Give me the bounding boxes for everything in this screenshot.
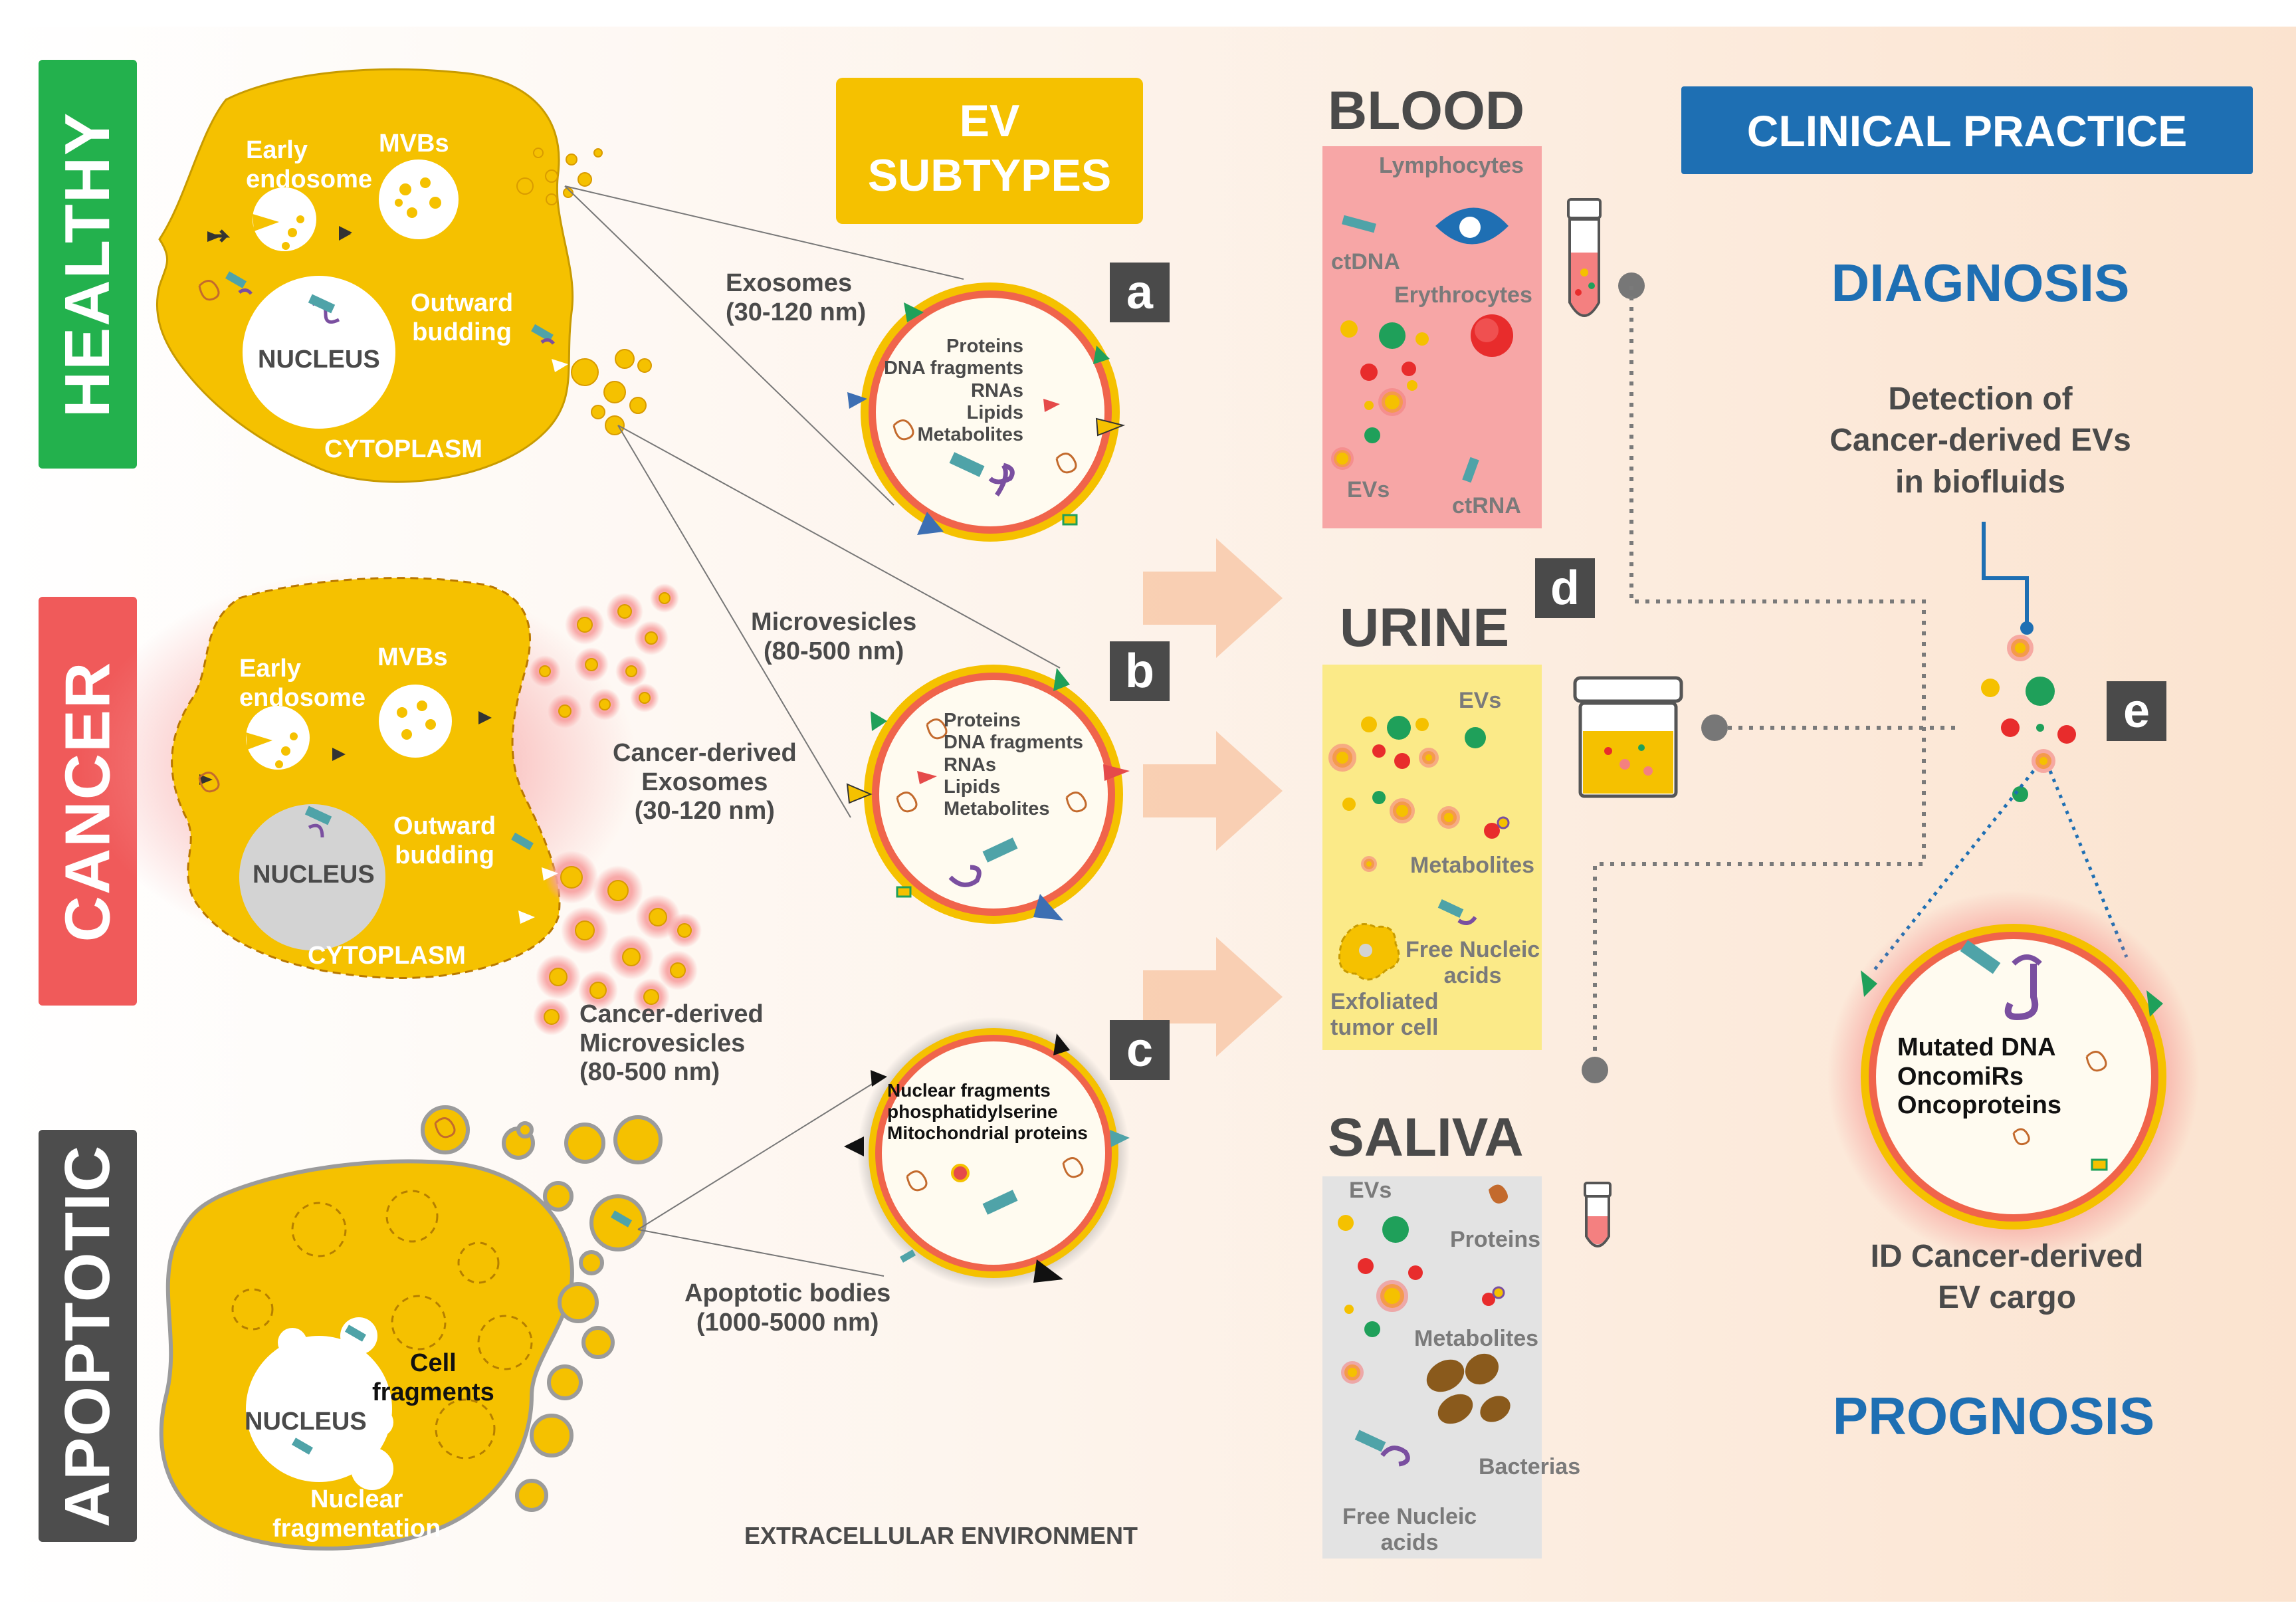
apoptotic-bodies-label: Apoptotic bodies (1000-5000 nm) [684,1279,891,1337]
saliva-title: SALIVA [1328,1107,1524,1168]
saliva-bacterias: Bacterias [1479,1454,1581,1479]
id-cargo-label: ID Cancer-derived EV cargo [1870,1239,2144,1316]
urine-title: URINE [1340,597,1510,658]
ev-cargo-list: Mutated DNA OncomiRs Oncoproteins [1897,1033,2062,1120]
urine-evs: EVs [1459,688,1502,713]
cancer-microvesicles-label: Cancer-derived Microvesicles (80-500 nm) [579,1000,764,1087]
apoptotic-body-c [844,1017,1130,1289]
urine-metabolites: Metabolites [1410,853,1535,878]
healthy-label-text: HEALTHY [52,111,124,417]
exosome-a-cargo: Proteins DNA fragments RNAs Lipids Metab… [883,336,1023,446]
saliva-free-nucleic: Free Nucleic acids [1342,1504,1477,1556]
exosomes-label: Exosomes (30-120 nm) [726,269,867,326]
healthy-mvbs: MVBs [379,130,449,158]
healthy-bar [39,60,137,469]
healthy-outward-budding: Outward budding [411,289,514,346]
microvesicle-b-cargo: Proteins DNA fragments RNAs Lipids Metab… [944,710,1084,820]
detection-label: Detection of Cancer-derived EVs in biofl… [1829,381,2131,500]
blood-lymphocytes: Lymphocytes [1379,153,1524,178]
apoptotic-c-cargo: Nuclear fragments phosphatidylserine Mit… [887,1080,1088,1144]
cancer-cytoplasm: CYTOPLASM [308,942,466,970]
cancer-mvbs: MVBs [377,643,448,671]
prognosis-label: PROGNOSIS [1832,1386,2155,1446]
microvesicles-label: Microvesicles (80-500 nm) [751,608,917,665]
cancer-outward-budding: Outward budding [393,812,496,869]
saliva-metabolites: Metabolites [1414,1326,1539,1351]
blood-ctdna: ctDNA [1331,249,1400,274]
urine-free-nucleic: Free Nucleic acids [1406,937,1540,989]
saliva-proteins: Proteins [1450,1227,1541,1252]
apoptotic-nucleus [246,1336,392,1482]
nuclear-fragmentation-label: Nuclear fragmentation [272,1485,441,1543]
cancer-nucleus-label: NUCLEUS [253,861,375,889]
healthy-nucleus [243,276,395,429]
saliva-evs: EVs [1349,1178,1392,1203]
clinical-header-box [1681,86,2253,174]
cancer-ev-zoom [1827,891,2200,1263]
panel-letter-a: a [1110,263,1170,322]
urine-panel [1322,665,1542,1050]
microvesicle-b [846,665,1130,924]
blood-ctrna: ctRNA [1452,493,1521,518]
panel-letter-b: b [1110,641,1170,701]
ev-subtypes-title: EV SUBTYPES [867,96,1112,201]
cancer-exosomes-label: Cancer-derived Exosomes (30-120 nm) [613,739,797,825]
healthy-early-endosome: Early endosome [246,136,373,193]
clinical-header: CLINICAL PRACTICE [1746,106,2188,156]
healthy-cytoplasm: CYTOPLASM [324,435,482,463]
apoptotic-label: APOPTOTIC [39,1130,137,1542]
blood-evs: EVs [1347,477,1390,502]
ev-subtypes-box [836,78,1143,224]
apoptotic-label-text: APOPTOTIC [52,1144,123,1528]
urine-exfoliated: Exfoliated tumor cell [1330,989,1439,1041]
extracellular-label: EXTRACELLULAR ENVIRONMENT [744,1522,1138,1549]
healthy-nucleus-label: NUCLEUS [258,346,380,374]
cancer-nucleus [239,804,385,950]
blood-title: BLOOD [1328,80,1525,141]
cancer-early-endosome: Early endosome [239,655,366,712]
cell-fragments-label: Cell fragments [372,1349,494,1406]
panel-letter-d: d [1535,558,1595,618]
diagnosis-label: DIAGNOSIS [1831,253,2130,312]
exosome-a [847,282,1126,542]
apoptotic-bar [39,1130,137,1542]
panel-letter-c: c [1110,1020,1170,1080]
panel-letter-e: e [2107,681,2166,741]
apoptotic-nucleus-label: NUCLEUS [245,1408,367,1436]
healthy-label: HEALTHY [39,60,137,469]
cancer-label: CANCER [39,597,137,1006]
blood-erythrocytes: Erythrocytes [1394,282,1532,308]
cancer-label-text: CANCER [52,661,124,942]
